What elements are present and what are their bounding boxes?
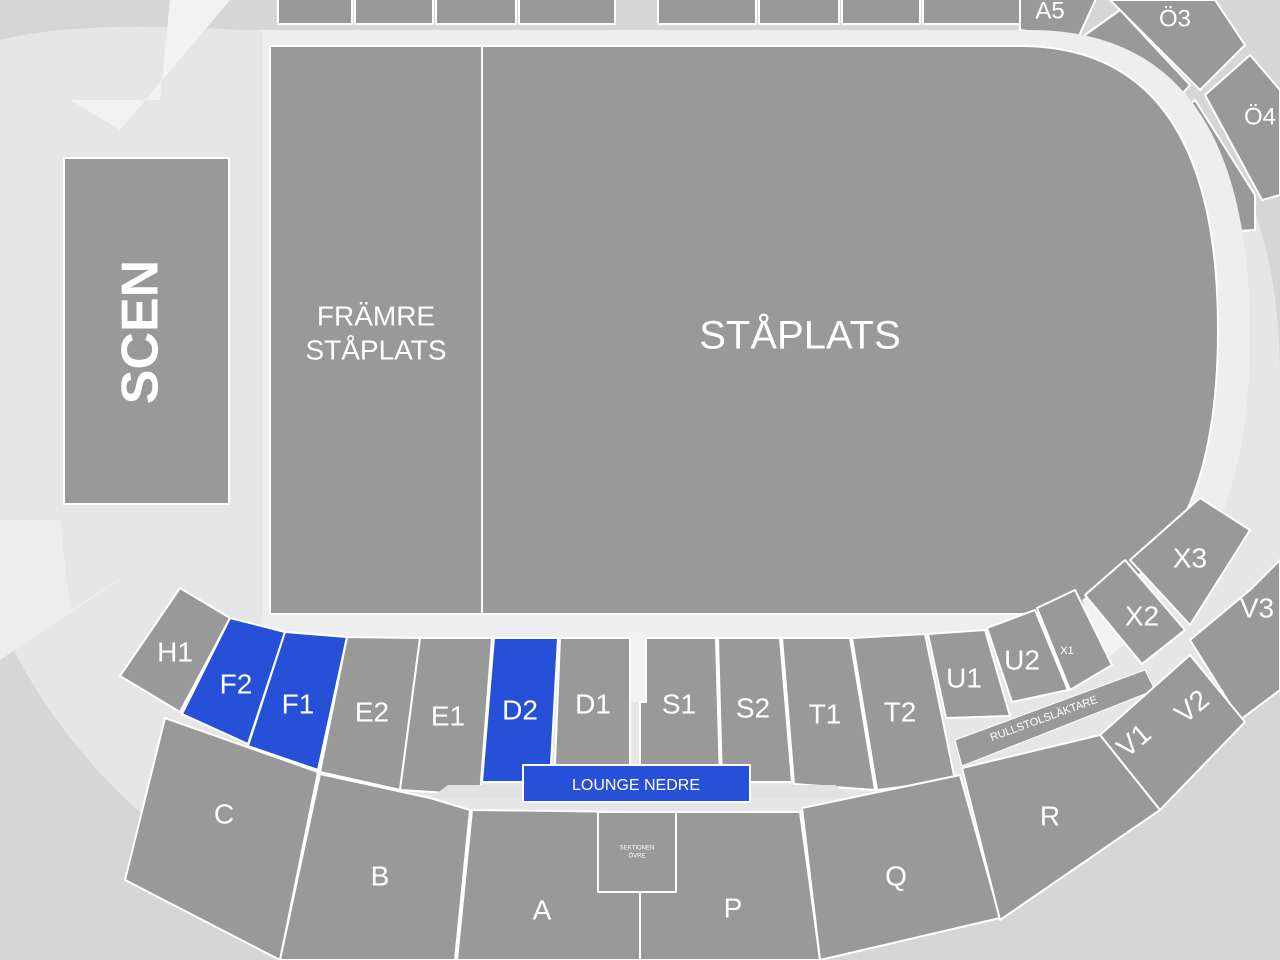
section-v3-label: V3 — [1240, 592, 1274, 623]
section-a-label: A — [533, 894, 552, 925]
section-h1[interactable] — [119, 587, 231, 713]
section-x1[interactable] — [1036, 589, 1113, 691]
stage-label: SCEN — [112, 260, 170, 404]
section-u1[interactable] — [927, 629, 1011, 719]
outer-aisle-left — [70, 0, 230, 130]
section-a[interactable] — [456, 809, 641, 960]
stage — [63, 157, 230, 505]
section-u1-label: U1 — [946, 662, 982, 693]
section-r[interactable] — [961, 734, 1161, 921]
section-e1-label: E1 — [431, 700, 465, 731]
section-x1-label: X1 — [1060, 645, 1073, 657]
section-top-8[interactable] — [922, 0, 1021, 25]
section-o4-label: Ö4 — [1244, 103, 1276, 130]
section-d1-label: D1 — [575, 688, 611, 719]
section-x3-label: X3 — [1173, 542, 1207, 573]
section-t1-label: T1 — [809, 698, 842, 729]
front-standing-label-line2: STÅPLATS — [305, 334, 446, 365]
section-e2-label: E2 — [355, 696, 389, 727]
section-s1-label: S1 — [662, 688, 696, 719]
section-h1-label: H1 — [157, 636, 193, 667]
section-f2-label: F2 — [220, 668, 253, 699]
front-standing-label-line1: FRÄMRE — [317, 300, 435, 331]
section-a5-label: A5 — [1035, 0, 1064, 24]
box-section[interactable] — [597, 811, 677, 893]
front-standing-area[interactable] — [269, 45, 483, 615]
top-sections: A5 — [277, 0, 1097, 39]
section-top-1[interactable] — [277, 0, 353, 25]
section-b-label: B — [371, 860, 390, 891]
section-d2-label: D2 — [502, 694, 538, 725]
outer-aisle-left-lower — [0, 520, 150, 660]
section-s2-label: S2 — [736, 692, 770, 723]
section-top-7[interactable] — [841, 0, 921, 25]
center-walkway — [630, 632, 646, 702]
lounge-nedre[interactable] — [522, 764, 751, 803]
section-t1[interactable] — [781, 637, 876, 791]
section-x3[interactable] — [1129, 497, 1251, 626]
box-section-label-line1: SEKTIONEN — [620, 846, 655, 852]
section-p-label: P — [724, 892, 743, 923]
section-top-2[interactable] — [354, 0, 434, 25]
lower-outer-sections: C B A SEKTIONEN ÖVRE P Q R — [124, 717, 1161, 960]
section-b[interactable] — [279, 773, 471, 960]
section-top-5[interactable] — [657, 0, 757, 25]
section-p[interactable] — [639, 811, 821, 960]
section-u2-label: U2 — [1004, 644, 1040, 675]
lower-inner-sections: H1 F2 F1 E2 E1 D2 D1 S1 S2 T1 T2 U1 U2 X… — [119, 497, 1251, 796]
box-section-label-line2: ÖVRE — [628, 853, 645, 860]
section-u2[interactable] — [986, 609, 1069, 703]
section-top-6[interactable] — [758, 0, 840, 25]
standing-label: STÅPLATS — [699, 313, 901, 358]
section-r-label: R — [1040, 800, 1060, 831]
section-f1-label: F1 — [282, 688, 315, 719]
section-c[interactable] — [124, 717, 319, 960]
section-o3-label: Ö3 — [1159, 5, 1191, 32]
section-f1[interactable] — [247, 631, 348, 771]
section-top-4[interactable] — [518, 0, 616, 25]
lounge-nedre-label: LOUNGE NEDRE — [572, 777, 700, 794]
section-c-label: C — [214, 798, 234, 829]
section-q-label: Q — [885, 860, 907, 891]
section-x2[interactable] — [1084, 559, 1186, 665]
section-x2-label: X2 — [1125, 600, 1159, 631]
section-t2-label: T2 — [884, 696, 917, 727]
section-s2[interactable] — [717, 637, 793, 783]
section-top-3[interactable] — [435, 0, 517, 25]
section-o4[interactable] — [1204, 54, 1280, 201]
